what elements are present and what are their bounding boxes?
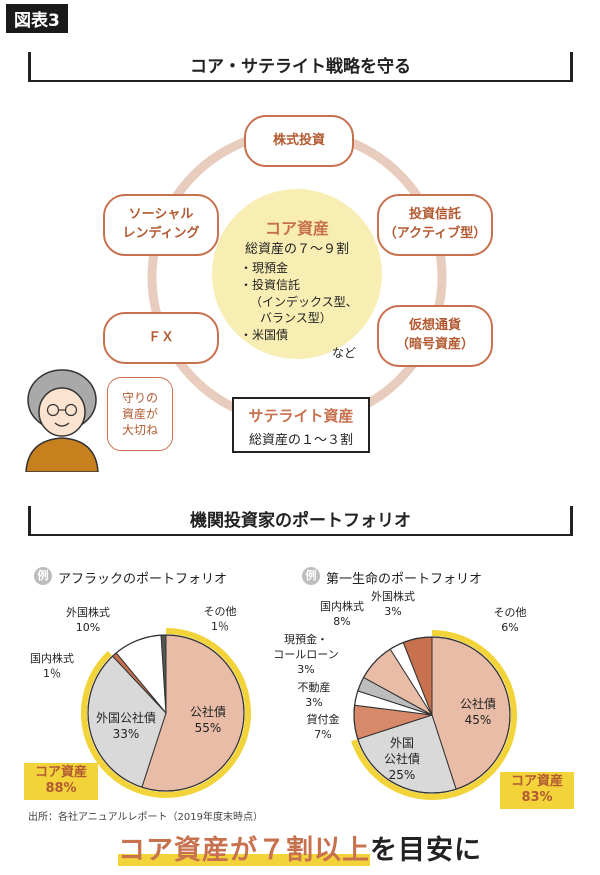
core-item: ・投資信託: [240, 277, 301, 292]
label-line: 55%: [194, 721, 222, 736]
label-line: コールローン: [273, 647, 339, 661]
daiichi-label-bond: 公社債 45%: [450, 696, 506, 728]
daiichi-label-loans: 貸付金 7%: [297, 713, 349, 743]
badge-line: 88%: [45, 781, 77, 797]
core-item: ・現預金: [240, 261, 289, 275]
label-line: 外国株式: [66, 606, 110, 619]
label-line: 公社債: [189, 705, 226, 719]
portfolio-title-dai-ichi: 第一生命のポートフォリオ: [326, 572, 483, 587]
aflac-label-domestic-stock: 国内株式 1％: [22, 652, 82, 682]
label-line: 外国: [389, 736, 414, 750]
daiichi-label-foreign-bond: 外国 公社債 25%: [374, 735, 430, 784]
label-line: 33%: [112, 727, 140, 742]
grandma-illustration: [25, 369, 99, 472]
daiichi-label-foreign-stock: 外国株式 3%: [363, 590, 423, 620]
badge-line: コア資産: [34, 765, 87, 780]
label-line: 3%: [384, 604, 402, 618]
satellite-box: サテライト資産 総資産の１〜３割: [232, 397, 370, 453]
source-note: 出所：各社アニュアルレポート（2019年度末時点）: [28, 812, 263, 823]
label-line: 貸付金: [306, 713, 340, 726]
node-fx: ＦＸ: [103, 312, 219, 364]
label-line: 1％: [43, 666, 61, 680]
pie-charts: [81, 628, 517, 800]
core-circle: [212, 189, 382, 359]
aflac-label-other: その他 1％: [190, 605, 250, 635]
aflac-pie-outline: [87, 634, 245, 792]
node-stocks-label: 株式投資: [272, 132, 325, 148]
label-line: 1％: [211, 619, 229, 633]
example-badge: 例: [302, 567, 320, 585]
speech-bubble: 守りの 資産が 大切ね: [107, 377, 173, 451]
speech-line: 守りの: [121, 390, 158, 405]
label-line: 3%: [305, 695, 323, 709]
core-title: コア資産: [264, 219, 329, 238]
aflac-core-badge: コア資産 88%: [24, 763, 98, 800]
label-line: 6%: [501, 620, 519, 634]
core-etc: など: [332, 346, 357, 360]
section1-title: コア・サテライト戦略を守る: [28, 52, 573, 82]
node-crypto-line1: 仮想通貨: [408, 318, 461, 334]
speech-line: 資産が: [121, 406, 158, 421]
node-crypto: 仮想通貨 （暗号資産）: [377, 305, 493, 367]
daiichi-label-domestic-stock: 国内株式 8%: [312, 600, 372, 630]
daiichi-core-ring: [351, 630, 517, 800]
speech-line: 大切ね: [121, 423, 158, 438]
aflac-core-ring: [81, 628, 251, 798]
node-fx-label: ＦＸ: [147, 329, 174, 345]
aflac-label-foreign-stock: 外国株式 10%: [58, 606, 118, 636]
daiichi-core-badge: コア資産 83%: [500, 772, 574, 809]
conclusion: コア資産が７割以上を目安に: [0, 828, 600, 867]
portfolio-title-aflac: アフラックのポートフォリオ: [58, 572, 228, 587]
label-line: 7%: [314, 727, 332, 741]
core-item: （インデックス型、: [250, 294, 358, 309]
label-line: 公社債: [383, 752, 420, 767]
label-line: 10%: [75, 620, 101, 634]
label-line: その他: [203, 605, 237, 618]
node-active-fund: 投資信託 （アクティブ型）: [377, 194, 493, 256]
label-line: 外国公社債: [95, 711, 156, 725]
label-line: 外国株式: [371, 590, 415, 603]
aflac-label-foreign-bond: 外国公社債 33%: [90, 710, 162, 742]
label-line: 国内株式: [30, 652, 74, 665]
label-line: 国内株式: [320, 600, 364, 613]
node-social-lending-line2: レンディング: [122, 226, 200, 241]
core-items: ・現預金 ・投資信託 （インデックス型、 バランス型） ・米国債: [240, 260, 380, 344]
section2-title: 機関投資家のポートフォリオ: [28, 506, 573, 536]
daiichi-label-real-estate: 不動産 3%: [288, 681, 340, 711]
label-line: その他: [493, 606, 527, 619]
label-line: 公社債: [459, 697, 496, 711]
badge-line: 83%: [521, 790, 553, 806]
node-active-fund-line1: 投資信託: [408, 207, 461, 223]
daiichi-label-cash: 現預金・ コールローン 3%: [268, 633, 344, 678]
label-line: 現預金・: [284, 633, 328, 646]
satellite-ratio: 総資産の１〜３割: [248, 433, 353, 448]
example-badge: 例: [34, 567, 52, 585]
core-item: バランス型）: [260, 311, 332, 326]
label-line: 3%: [297, 662, 315, 676]
label-line: 8%: [333, 614, 351, 628]
node-social-lending: ソーシャル レンディング: [103, 194, 219, 256]
core-item: ・米国債: [240, 328, 289, 343]
node-stocks: 株式投資: [244, 115, 354, 167]
conclusion-rest: を目安に: [370, 835, 482, 866]
label-line: 45%: [464, 713, 492, 728]
daiichi-pie-outline: [353, 636, 511, 794]
label-line: 不動産: [297, 681, 331, 694]
node-active-fund-line2: （アクティブ型）: [383, 226, 487, 241]
label-line: 25%: [388, 768, 416, 783]
badge-line: コア資産: [510, 774, 563, 789]
node-social-lending-line1: ソーシャル: [128, 207, 194, 223]
satellite-title: サテライト資産: [248, 407, 354, 425]
figure-tag: 図表3: [6, 4, 68, 33]
conclusion-highlight: コア資産が７割以上: [118, 835, 370, 866]
daiichi-label-other: その他 6%: [480, 606, 540, 636]
aflac-label-bond: 公社債 55%: [180, 704, 236, 736]
core-ratio: 総資産の７〜９割: [244, 242, 349, 257]
node-crypto-line2: （暗号資産）: [395, 337, 474, 352]
